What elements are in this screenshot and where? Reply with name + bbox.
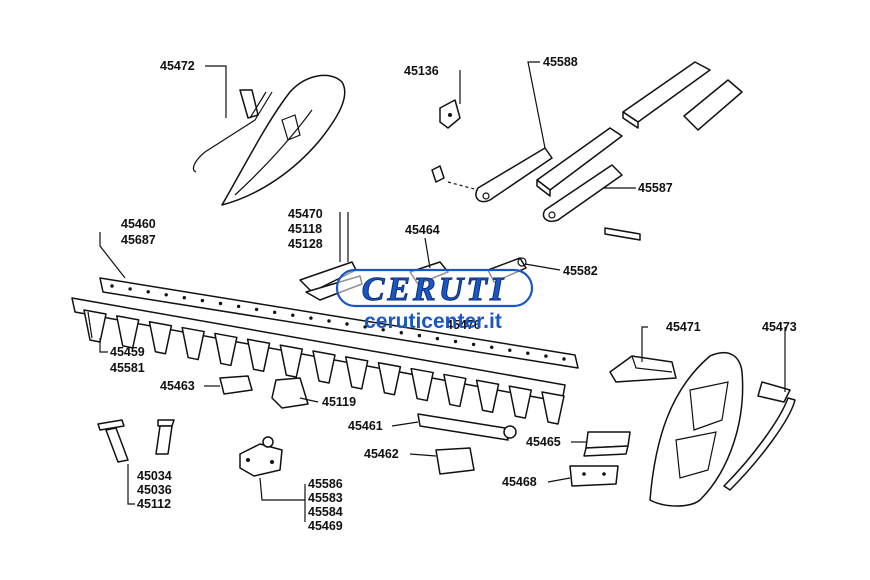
watermark: CERUTI ceruticenter.it [335, 268, 534, 333]
label-45587: 45587 [638, 181, 673, 195]
part-45136-bracket [439, 99, 461, 129]
knife-bar-hole [471, 342, 476, 347]
label-45583: 45583 [308, 491, 343, 505]
knife-bar-hole [128, 287, 132, 291]
label-45460: 45460 [121, 217, 156, 231]
watermark-url: ceruticenter.it [364, 310, 502, 333]
label-45581: 45581 [110, 361, 145, 375]
knife-bar-hole [309, 316, 313, 320]
part-45465-block [583, 431, 631, 457]
part-inner-shoe [649, 351, 744, 507]
part-45460-knife-bar [99, 277, 579, 369]
part-45034-bolts [97, 419, 175, 463]
label-45034: 45034 [137, 469, 172, 483]
label-45463: 45463 [160, 379, 195, 393]
label-45582: 45582 [563, 264, 598, 278]
watermark-pill [335, 268, 534, 308]
label-45473: 45473 [762, 320, 797, 334]
finger-bar-tooth [246, 338, 271, 373]
part-45587-hinge-arm [542, 164, 641, 241]
label-45476: 45476 [446, 318, 481, 332]
part-45463-plate [219, 375, 253, 395]
label-45136: 45136 [404, 64, 439, 78]
knife-bar-hole [363, 325, 367, 329]
label-45586: 45586 [308, 477, 343, 491]
knife-bar-hole [399, 331, 403, 335]
leader-lines [87, 61, 786, 522]
label-45118: 45118 [288, 222, 322, 236]
knife-bar-hole [236, 304, 241, 309]
part-square-bars [536, 61, 743, 197]
part-45588-arm [431, 147, 553, 203]
label-45464: 45464 [405, 223, 440, 237]
knife-bar-hole [200, 298, 205, 303]
label-45470: 45470 [288, 207, 323, 221]
part-45461-clip-bar [417, 413, 517, 441]
finger-bar-tooth [115, 315, 140, 349]
knife-bar-hole [417, 333, 422, 338]
finger-bar-tooth [541, 391, 565, 425]
label-45036: 45036 [137, 483, 172, 497]
part-45471-clip [609, 355, 677, 383]
label-45588: 45588 [543, 55, 578, 69]
label-45472: 45472 [160, 59, 195, 73]
label-45584: 45584 [308, 505, 343, 519]
part-45119-section [271, 377, 309, 409]
finger-bar-tooth [475, 379, 500, 414]
finger-bar-tooth [443, 373, 467, 408]
knife-bar-hole [435, 336, 440, 341]
knife-bar-hole [273, 310, 277, 314]
label-45469: 45469 [308, 519, 343, 533]
knife-bar-hole [453, 339, 458, 344]
knife-bar-hole [490, 345, 494, 349]
part-45586-guard-plate [239, 436, 283, 477]
label-45471: 45471 [666, 320, 701, 334]
finger-bar-tooth [410, 367, 434, 402]
finger-bar-tooth [214, 332, 238, 367]
knife-bar-hole [182, 296, 186, 300]
label-45461: 45461 [348, 419, 383, 433]
knife-bar-hole [345, 322, 349, 326]
finger-bar-tooth [377, 361, 402, 396]
knife-bar-hole [544, 354, 548, 358]
finger-bar-tooth [83, 309, 107, 343]
knife-bar-hole [291, 313, 295, 317]
part-45468-plate [569, 465, 619, 487]
label-45465: 45465 [526, 435, 561, 449]
label-45468: 45468 [502, 475, 537, 489]
part-45462-plate [435, 447, 475, 475]
knife-bar-hole [146, 290, 150, 294]
label-45119: 45119 [322, 395, 356, 409]
label-45459: 45459 [110, 345, 145, 359]
label-45687: 45687 [121, 233, 156, 247]
knife-bar-hole [254, 307, 259, 312]
knife-bar-hole [327, 319, 331, 323]
part-labels: 45472 45136 45588 45587 45460 45687 4547… [110, 55, 797, 533]
part-45473-rod [723, 381, 796, 491]
knife-bar-hole [562, 357, 566, 361]
finger-bar-tooth [279, 344, 304, 378]
part-45472-divider [192, 74, 346, 206]
knife-bar-hole [218, 301, 223, 306]
finger-bar-tooth [508, 385, 533, 419]
knife-bar-hole [164, 293, 168, 297]
part-45459-finger-bar [71, 297, 566, 425]
label-45462: 45462 [364, 447, 399, 461]
knife-bar-hole [110, 284, 114, 288]
finger-bar-tooth [344, 356, 369, 390]
finger-bar-tooth [181, 326, 205, 361]
label-45112: 45112 [137, 497, 171, 511]
knife-bar-hole [381, 328, 385, 332]
watermark-brand: CERUTI [362, 271, 507, 308]
finger-bar-tooth [148, 320, 173, 355]
knife-bar-hole [508, 348, 512, 352]
finger-bar-tooth [312, 350, 336, 384]
label-45128: 45128 [288, 237, 323, 251]
knife-bar-hole [526, 351, 530, 355]
